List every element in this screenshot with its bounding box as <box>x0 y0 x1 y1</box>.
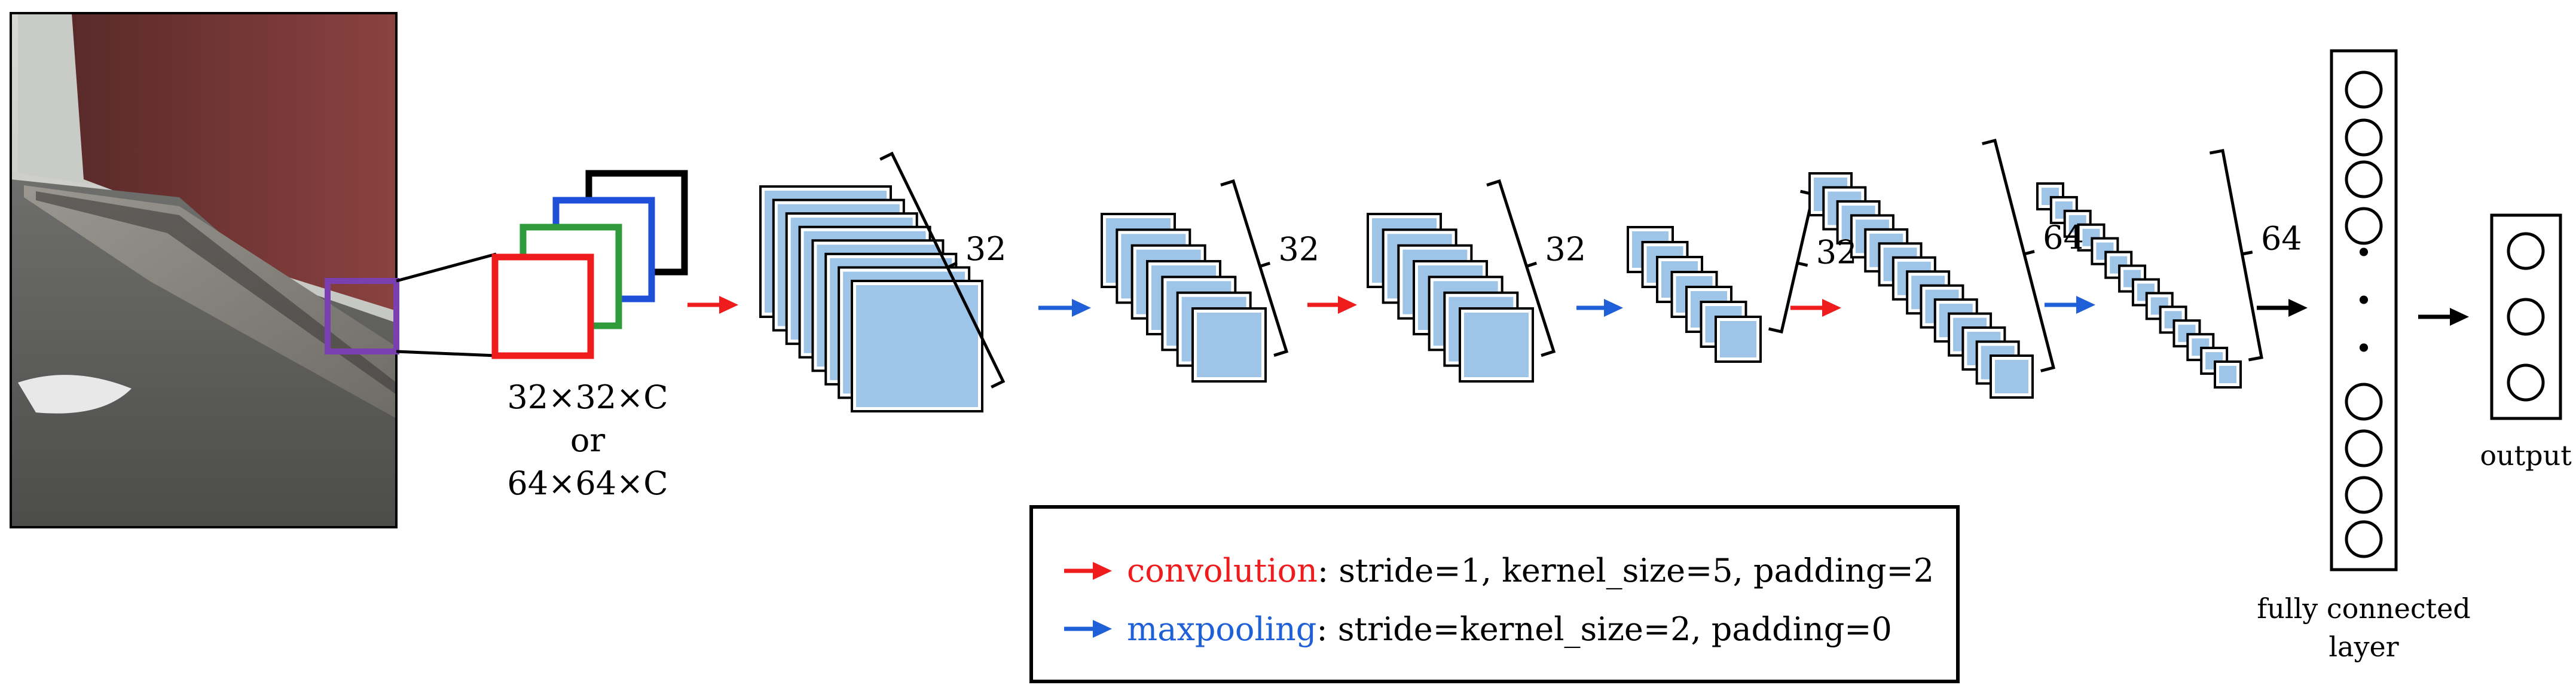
feature-map-stack-5 <box>1808 138 2056 399</box>
pool-arrow-2-head <box>1604 299 1623 317</box>
conv-arrow-1-head <box>719 296 738 314</box>
legend-arrow-head <box>1093 562 1112 580</box>
to-fc-arrow <box>2257 299 2308 317</box>
legend-convolution-text: convolution: stride=1, kernel_size=5, pa… <box>1127 552 1934 589</box>
fc-layer-label: layer <box>2329 631 2398 663</box>
output-layer <box>2490 213 2562 420</box>
depth-label: 32 <box>965 230 1007 268</box>
depth-label: 64 <box>2261 219 2302 257</box>
feature-map-fill <box>856 285 978 407</box>
depth-bracket <box>2209 149 2263 362</box>
fc-neuron <box>2345 383 2383 421</box>
conv-arrow-3 <box>1790 299 1841 317</box>
output-neuron <box>2507 298 2545 336</box>
conv-arrow-2-head <box>1338 296 1357 314</box>
zoom-line-top <box>396 252 497 283</box>
input-size-label: 32×32×C <box>507 378 668 416</box>
fc-layer-label: fully connected <box>2257 592 2471 625</box>
pool-arrow-2 <box>1576 299 1623 317</box>
depth-bracket-tick <box>2242 250 2253 256</box>
depth-label: 32 <box>1545 230 1586 268</box>
fc-neuron <box>2345 71 2383 109</box>
to-output-arrow <box>2418 308 2469 326</box>
legend-maxpooling-text: maxpooling: stride=kernel_size=2, paddin… <box>1127 610 1892 648</box>
feature-map-fill <box>1995 360 2028 393</box>
depth-bracket-tick <box>1259 261 1271 268</box>
legend-pool-name: maxpooling <box>1127 610 1316 648</box>
feature-map-fill <box>1197 313 1261 377</box>
legend-conv-name: convolution <box>1127 552 1318 589</box>
depth-bracket-tick <box>946 261 958 269</box>
output-neuron <box>2507 363 2545 402</box>
depth-bracket <box>1768 189 1815 334</box>
feature-map-stack-6 <box>2036 149 2263 389</box>
legend-box <box>1029 505 1960 683</box>
fc-neuron <box>2345 476 2383 514</box>
depth-label: 32 <box>1278 231 1319 268</box>
feature-map-fill <box>1720 321 1756 357</box>
conv-arrow-3-head <box>1822 299 1841 317</box>
pool-arrow-1-head <box>1072 299 1091 317</box>
input-size-or: or <box>570 421 606 459</box>
fc-neuron <box>2345 207 2383 245</box>
fc-ellipsis-dot: · <box>2356 273 2372 326</box>
feature-map-stack-3 <box>1367 179 1556 383</box>
fc-neuron <box>2345 429 2383 467</box>
input-patch-box <box>325 278 399 354</box>
feature-map-fill <box>2219 366 2236 383</box>
fc-neuron <box>2345 160 2383 198</box>
fc-neuron <box>2345 118 2383 157</box>
depth-bracket-tick <box>1796 261 1808 267</box>
legend-arrow-head <box>1093 620 1112 638</box>
depth-label: 64 <box>2043 219 2084 256</box>
zoom-line-bottom <box>396 350 497 357</box>
input-street-photo <box>10 12 398 528</box>
to-fc-arrow-head <box>2288 299 2308 317</box>
input-size-label: 64×64×C <box>507 464 668 502</box>
feature-map-stack-4 <box>1627 189 1815 363</box>
pool-arrow-3 <box>2045 296 2095 314</box>
legend <box>1029 505 1960 683</box>
fc-ellipsis-dot: · <box>2356 225 2372 279</box>
conv-arrow-1 <box>687 296 738 314</box>
output-neuron <box>2507 232 2545 270</box>
legend-conv-params: : stride=1, kernel_size=5, padding=2 <box>1318 552 1934 589</box>
feature-map-fill <box>1464 313 1529 377</box>
feature-map-stack-1 <box>759 151 1006 412</box>
depth-bracket-tick <box>2024 250 2035 256</box>
fully-connected-layer <box>2330 49 2398 571</box>
legend-pool-params: : stride=kernel_size=2, padding=0 <box>1316 610 1892 648</box>
to-output-arrow-head <box>2450 308 2469 326</box>
output-label: output <box>2480 439 2572 472</box>
legend-convolution-arrow <box>1064 562 1112 580</box>
depth-label: 32 <box>1816 233 1857 271</box>
conv-arrow-2 <box>1307 296 1357 314</box>
pool-arrow-3-head <box>2076 296 2095 314</box>
fc-neuron <box>2345 520 2383 558</box>
fc-ellipsis-dot: · <box>2356 321 2372 374</box>
legend-maxpooling-arrow <box>1064 620 1112 638</box>
channel-square-red <box>491 253 594 359</box>
depth-bracket-tick <box>1526 261 1538 268</box>
pool-arrow-1 <box>1038 299 1091 317</box>
feature-map-stack-2 <box>1101 179 1289 383</box>
